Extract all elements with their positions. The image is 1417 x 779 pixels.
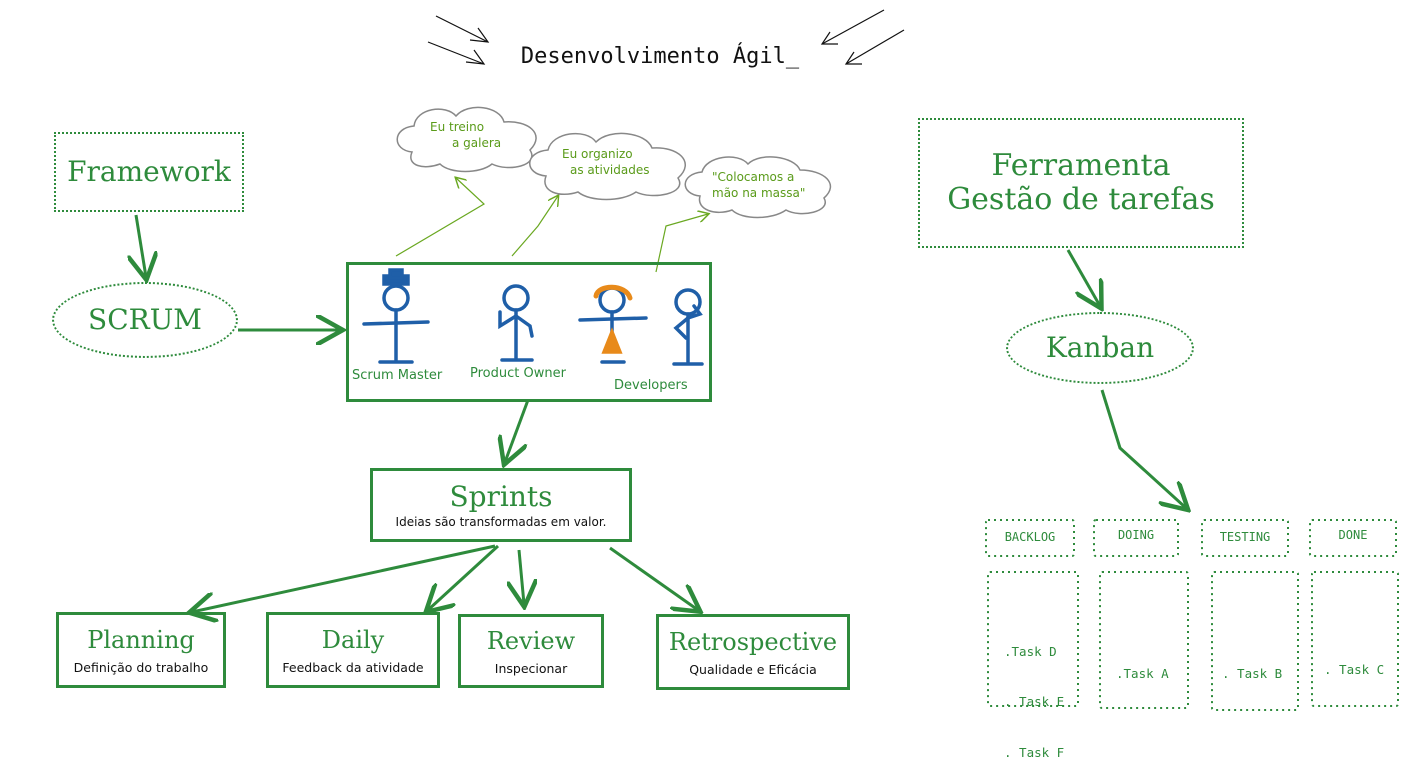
role-developers: Developers: [614, 378, 688, 393]
event-daily-box: Daily Feedback da atividade: [266, 612, 440, 688]
arrow-kanban-board: [1100, 389, 1186, 508]
arrow-sprints-retro: [609, 546, 698, 610]
event-review-box: Review Inspecionar: [458, 614, 604, 688]
col-header-backlog: BACKLOG: [1004, 530, 1056, 544]
event-planning-subtitle: Definição do trabalho: [73, 659, 209, 675]
event-retrospective-box: Retrospective Qualidade e Eficácia: [656, 614, 850, 690]
cloud-shape-3: [684, 156, 831, 219]
task-item: . Task B: [1222, 665, 1283, 681]
sprints-subtitle: Ideias são transformadas em valor.: [395, 515, 607, 530]
framework-label: Framework: [67, 154, 231, 188]
event-daily-subtitle: Feedback da atividade: [282, 659, 424, 675]
tasks-testing: . Task B: [1222, 632, 1282, 700]
product-owner-figure: [498, 284, 534, 362]
task-item: . Task E: [1004, 694, 1065, 710]
developer-figure-2: [672, 288, 704, 366]
cloud-3-line-2: mão na massa": [712, 185, 806, 200]
event-retrospective-title: Retrospective: [668, 627, 838, 656]
scrum-ellipse: SCRUM: [52, 282, 238, 358]
cloud-2-line-2: as atividades: [570, 162, 650, 177]
task-item: .Task A: [1116, 665, 1169, 681]
arrow-sprints-daily: [428, 544, 500, 610]
tool-box: Ferramenta Gestão de tarefas: [918, 118, 1244, 248]
arrow-sprints-planning: [192, 544, 496, 612]
event-retrospective-subtitle: Qualidade e Eficácia: [689, 661, 817, 677]
diagram-connectors: [0, 9, 1399, 711]
tasks-done: . Task C: [1324, 628, 1384, 696]
arrow-po-cloud: [511, 196, 558, 257]
cloud-text-3: "Colocamos a mão na massa": [712, 170, 805, 201]
arrow-framework-scrum: [136, 214, 146, 277]
scrum-label: SCRUM: [88, 302, 202, 336]
kanban-label: Kanban: [1045, 330, 1155, 364]
event-planning-box: Planning Definição do trabalho: [56, 612, 226, 688]
cloud-shape-2: [529, 132, 686, 201]
sprints-title: Sprints: [449, 479, 553, 513]
title-arrows-left: [427, 15, 490, 65]
task-item: . Task C: [1324, 661, 1385, 677]
col-header-done: DONE: [1338, 528, 1368, 542]
arrow-team-sprints: [505, 399, 530, 462]
col-body-box-doing: [1099, 571, 1189, 709]
col-header-box-backlog: [985, 519, 1075, 557]
cloud-1-line-1: Eu treino: [430, 120, 485, 134]
cloud-text-2: Eu organizo as atividades: [562, 147, 649, 178]
col-header-testing: TESTING: [1219, 530, 1271, 544]
cloud-text-1: Eu treino a galera: [430, 120, 501, 151]
event-review-subtitle: Inspecionar: [494, 660, 568, 676]
cloud-1-line-2: a galera: [452, 135, 502, 150]
col-header-box-doing: [1093, 519, 1179, 557]
cloud-2-line-1: Eu organizo: [562, 147, 633, 161]
scrum-master-figure: [362, 268, 430, 364]
framework-box: Framework: [54, 132, 244, 212]
arrow-tool-kanban: [1066, 249, 1100, 306]
col-body-box-backlog: [987, 571, 1079, 707]
col-body-box-testing: [1211, 571, 1299, 711]
developer-figure-1: [578, 284, 648, 364]
arrow-sm-cloud: [395, 178, 485, 257]
role-scrum-master: Scrum Master: [352, 368, 443, 383]
event-planning-title: Planning: [87, 625, 195, 654]
scrum-team-box: [346, 262, 712, 402]
role-product-owner: Product Owner: [470, 366, 566, 381]
tasks-doing: .Task A: [1116, 632, 1169, 700]
tasks-backlog: .Task D . Task E . Task F: [1004, 610, 1064, 779]
task-item: . Task F: [1004, 745, 1065, 760]
col-body-box-done: [1311, 571, 1399, 707]
sprints-box: Sprints Ideias são transformadas em valo…: [370, 468, 632, 542]
tool-line-1: Ferramenta: [991, 147, 1171, 183]
arrow-sprints-review: [519, 549, 524, 604]
title-arrows-right: [820, 9, 905, 65]
arrow-dev-cloud: [655, 214, 708, 273]
cloud-shape-1: [396, 106, 537, 173]
cloud-3-line-1: "Colocamos a: [712, 170, 795, 184]
tool-line-2: Gestão de tarefas: [947, 182, 1215, 217]
page-title: Desenvolvimento Ágil_: [520, 44, 800, 69]
kanban-ellipse: Kanban: [1006, 312, 1194, 384]
event-daily-title: Daily: [321, 625, 385, 654]
task-item: .Task D: [1004, 643, 1057, 659]
event-review-title: Review: [486, 626, 576, 655]
col-header-doing: DOING: [1117, 528, 1155, 542]
